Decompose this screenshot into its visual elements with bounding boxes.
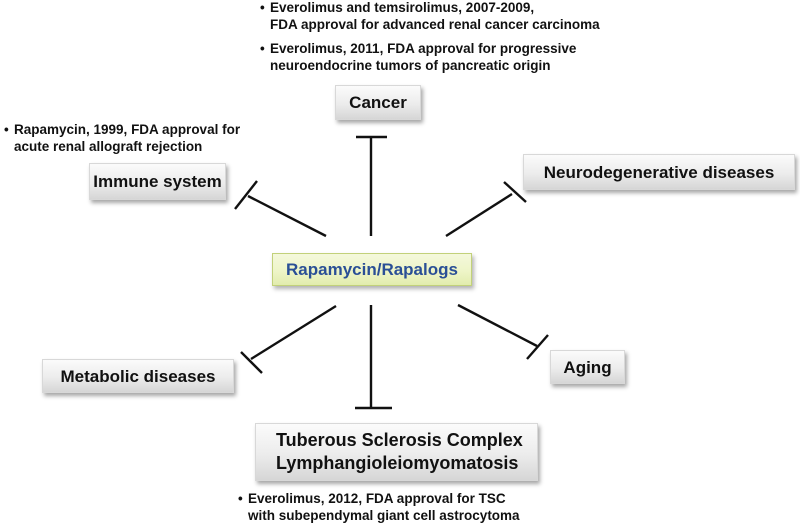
cancer-notes: •Everolimus and temsirolimus, 2007-2009,… <box>260 0 600 74</box>
node-neurodegenerative-label: Neurodegenerative diseases <box>543 162 775 182</box>
node-tsc-label-line-2: Lymphangioleiomyomatosis <box>276 453 519 473</box>
node-immune-system-label: Immune system <box>93 172 222 191</box>
node-tsc-label-line-1: Tuberous Sclerosis Complex <box>276 430 523 450</box>
node-cancer-label: Cancer <box>349 93 407 112</box>
node-neurodegenerative-diseases: Neurodegenerative diseases <box>523 154 795 190</box>
immune-note-line-2: acute renal allograft rejection <box>14 138 203 154</box>
node-rapamycin-rapalogs: Rapamycin/Rapalogs <box>272 253 472 286</box>
tsc-note-line-1: •Everolimus, 2012, FDA approval for TSC <box>238 491 506 506</box>
cancer-note-1-line-1: •Everolimus and temsirolimus, 2007-2009, <box>260 0 535 15</box>
edge-to-metabolic <box>250 304 337 361</box>
edge-to-neurodegenerative-bar <box>503 181 527 203</box>
node-tsc-lam: Tuberous Sclerosis Complex Lymphangiolei… <box>255 423 538 481</box>
tsc-note-line-2: with subependymal giant cell astrocytoma <box>248 507 520 523</box>
node-metabolic-diseases: Metabolic diseases <box>42 359 234 393</box>
edge-to-immune-bar <box>234 180 258 210</box>
edge-to-aging <box>457 303 538 348</box>
edge-to-immune <box>247 194 327 238</box>
immune-note-line-1: •Rapamycin, 1999, FDA approval for <box>4 122 241 137</box>
node-immune-system: Immune system <box>89 163 226 200</box>
edge-to-aging-bar <box>526 334 549 360</box>
node-aging: Aging <box>550 350 625 384</box>
cancer-note-2-line-1: •Everolimus, 2011, FDA approval for prog… <box>260 41 577 56</box>
node-metabolic-label: Metabolic diseases <box>60 366 216 386</box>
edge-to-neurodegenerative <box>445 192 513 238</box>
immune-notes: •Rapamycin, 1999, FDA approval for acute… <box>4 122 240 155</box>
node-aging-label: Aging <box>563 357 612 377</box>
edge-to-metabolic-bar <box>240 351 263 374</box>
cancer-note-2-line-2: neuroendocrine tumors of pancreatic orig… <box>270 57 551 73</box>
node-cancer: Cancer <box>335 85 421 120</box>
cancer-note-1-line-2: FDA approval for advanced renal cancer c… <box>270 16 600 32</box>
tsc-notes: •Everolimus, 2012, FDA approval for TSC … <box>238 491 520 524</box>
node-rapamycin-label: Rapamycin/Rapalogs <box>286 260 458 279</box>
